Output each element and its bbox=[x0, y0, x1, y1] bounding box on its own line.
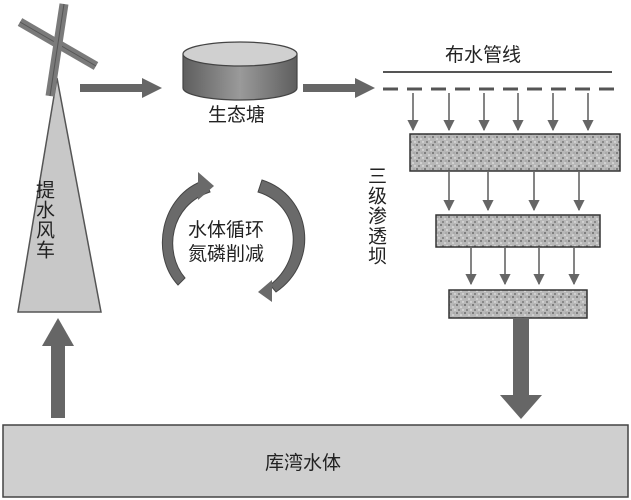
circulation-left-arc bbox=[161, 179, 211, 286]
dam-label: 三级渗透坝 bbox=[365, 166, 387, 266]
arrow-dam-to-reservoir bbox=[500, 319, 542, 419]
arrow-up-reservoir-to-windmill bbox=[42, 318, 74, 418]
circulation-arrows bbox=[161, 172, 306, 302]
dam-level-3 bbox=[448, 289, 588, 319]
pond-cylinder bbox=[182, 41, 298, 101]
cycle-label: 水体循环 氮磷削减 bbox=[188, 218, 264, 266]
circulation-right-arc bbox=[257, 179, 306, 293]
dam2-to-dam3-arrows bbox=[465, 248, 580, 286]
pipeline-label: 布水管线 bbox=[445, 44, 522, 66]
cycle-label-line2: 氮磷削减 bbox=[188, 243, 265, 265]
pond-label: 生态塘 bbox=[208, 104, 266, 126]
dam1-to-dam2-arrows bbox=[443, 172, 585, 212]
reservoir-box bbox=[2, 424, 629, 498]
windmill-shape bbox=[17, 3, 102, 313]
circulation-right-head bbox=[258, 280, 272, 302]
windmill-label: 提水风车 bbox=[33, 180, 55, 260]
dam-level-2 bbox=[435, 214, 601, 248]
cycle-label-line1: 水体循环 bbox=[188, 219, 265, 241]
pipeline-distribution-arrows bbox=[407, 93, 594, 132]
arrow-windmill-to-pond bbox=[80, 78, 162, 98]
dam-level-1 bbox=[409, 133, 621, 172]
circulation-left-head bbox=[198, 172, 214, 200]
arrow-pond-to-pipeline bbox=[303, 78, 375, 98]
reservoir-label: 库湾水体 bbox=[265, 452, 342, 474]
